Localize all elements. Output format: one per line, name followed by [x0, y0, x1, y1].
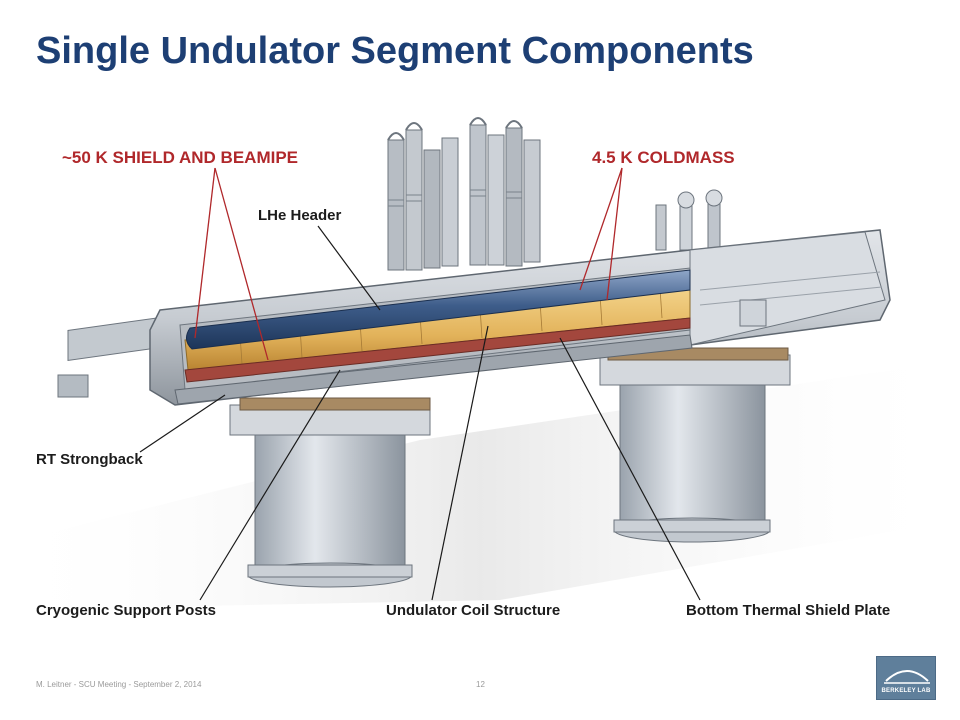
- service-turret-towers: [387, 117, 541, 271]
- thermal-shield-plate: [184, 317, 691, 383]
- support-post-left: [229, 397, 431, 588]
- strongback: [174, 334, 693, 405]
- beam-pipe-end: [57, 315, 169, 398]
- callout-arrows-red: [194, 167, 623, 361]
- slide-title: Single Undulator Segment Components: [36, 30, 754, 72]
- page-number: 12: [476, 680, 485, 689]
- label-lhe-header: LHe Header: [258, 207, 342, 224]
- label-shield-and-beampipe: ~50 K SHIELD AND BEAMIPE: [62, 148, 298, 167]
- label-coldmass: 4.5 K COLDMASS: [592, 148, 735, 167]
- footer-text: M. Leitner - SCU Meeting - September 2, …: [36, 680, 202, 689]
- label-rt-strongback: RT Strongback: [36, 451, 143, 468]
- label-bottom-thermal-shield-plate: Bottom Thermal Shield Plate: [686, 602, 891, 619]
- support-post-right: [599, 347, 791, 543]
- floor-shadow: [0, 360, 960, 610]
- lab-building-icon: [884, 670, 930, 684]
- berkeley-lab-logo: BERKELEY LAB: [876, 656, 936, 700]
- callout-lines-black: [139, 225, 701, 601]
- logo-text: BERKELEY LAB: [881, 688, 931, 694]
- label-undulator-coil-structure: Undulator Coil Structure: [386, 602, 561, 619]
- label-cryogenic-support-posts: Cryogenic Support Posts: [36, 602, 217, 619]
- valve-assembly: [655, 189, 723, 251]
